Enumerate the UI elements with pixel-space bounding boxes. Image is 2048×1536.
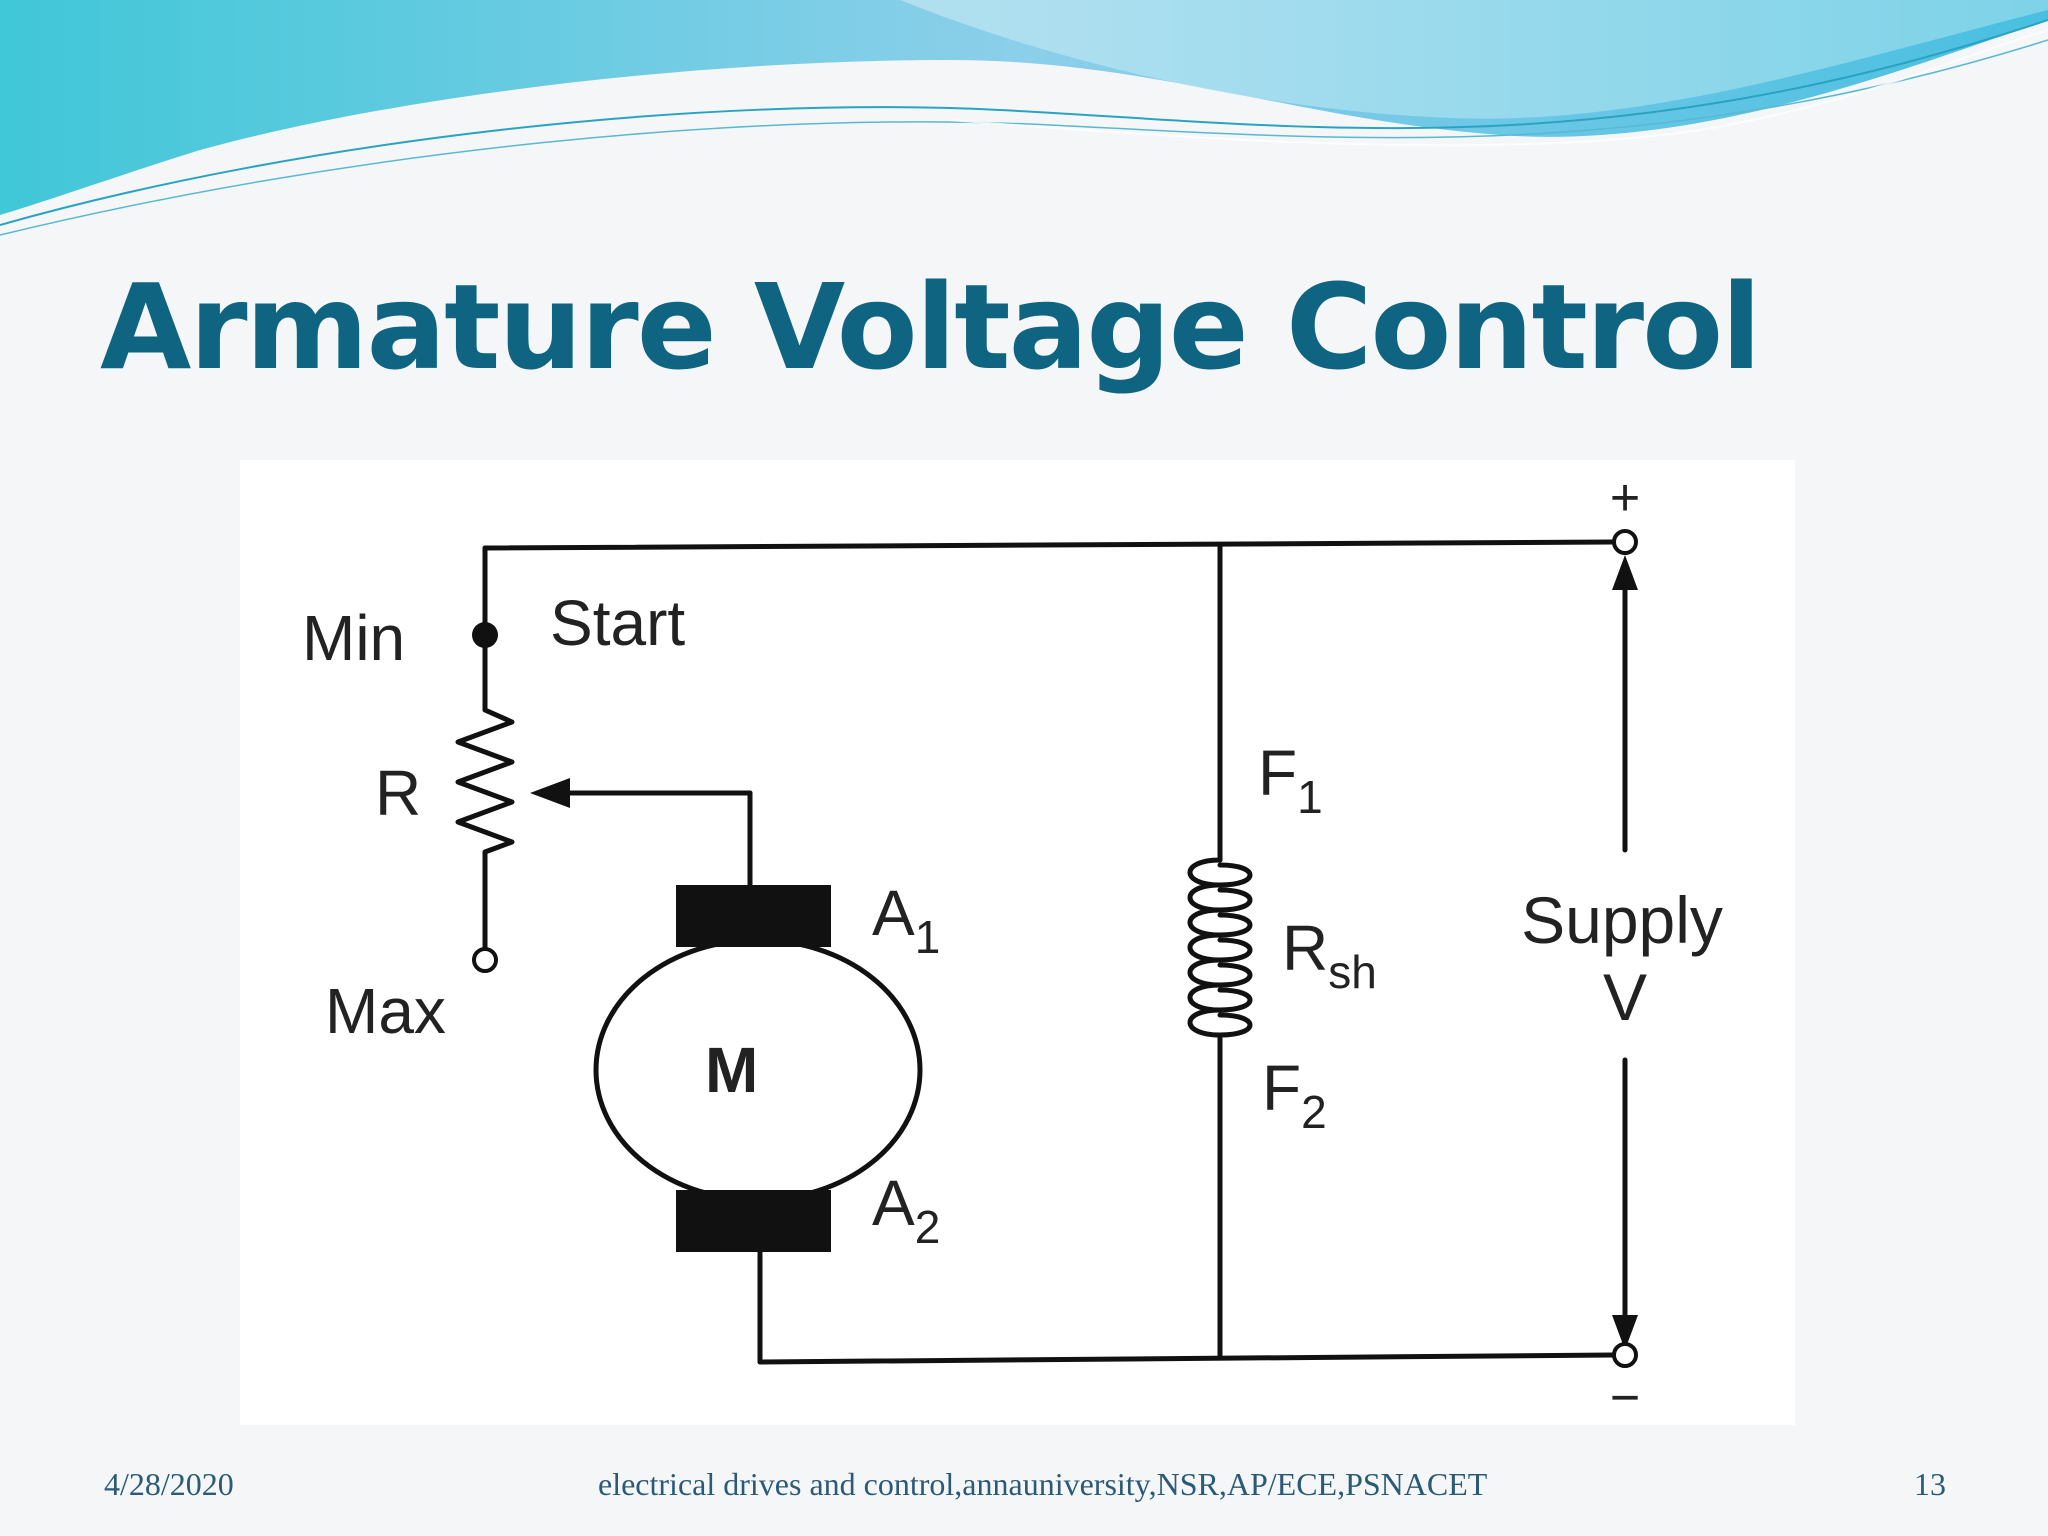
label-max: Max <box>325 975 446 1047</box>
label-min: Min <box>302 602 405 674</box>
slide-title: Armature Voltage Control <box>100 258 1762 396</box>
footer-date: 4/28/2020 <box>104 1466 234 1502</box>
rheostat-resistor <box>455 632 515 953</box>
label-supply: Supply <box>1521 883 1723 957</box>
label-r: R <box>375 757 421 829</box>
label-a1: A1 <box>872 877 940 963</box>
circuit-diagram-panel: Min Start R Max M A1 A2 F1 Rsh F2 <box>240 460 1795 1425</box>
footer-text: electrical drives and control,annauniver… <box>598 1466 1488 1502</box>
label-motor: M <box>705 1034 758 1106</box>
wiper-arrowhead <box>530 778 570 808</box>
min-terminal-dot <box>472 622 498 648</box>
brush-a1 <box>676 885 831 947</box>
field-coil <box>1187 857 1253 1048</box>
header-wave-decoration <box>0 0 2048 236</box>
label-start: Start <box>550 587 685 659</box>
label-v: V <box>1603 960 1647 1034</box>
positive-terminal <box>1612 529 1638 555</box>
label-plus: + <box>1610 469 1640 527</box>
page-number: 13 <box>1914 1466 1946 1502</box>
bottom-wire <box>757 1352 1616 1365</box>
label-rsh: Rsh <box>1282 912 1377 998</box>
supply-arrowhead-up <box>1612 555 1638 590</box>
label-f2: F2 <box>1262 1052 1327 1138</box>
circuit-diagram: Min Start R Max M A1 A2 F1 Rsh F2 <box>302 469 1723 1425</box>
label-minus: − <box>1610 1369 1640 1425</box>
top-wire <box>482 539 1616 551</box>
brush-a2 <box>676 1190 831 1252</box>
label-a2: A2 <box>872 1167 940 1253</box>
supply-arrowhead-down <box>1612 1315 1638 1350</box>
negative-terminal <box>1612 1342 1638 1368</box>
max-terminal <box>472 947 498 973</box>
label-f1: F1 <box>1258 737 1323 823</box>
